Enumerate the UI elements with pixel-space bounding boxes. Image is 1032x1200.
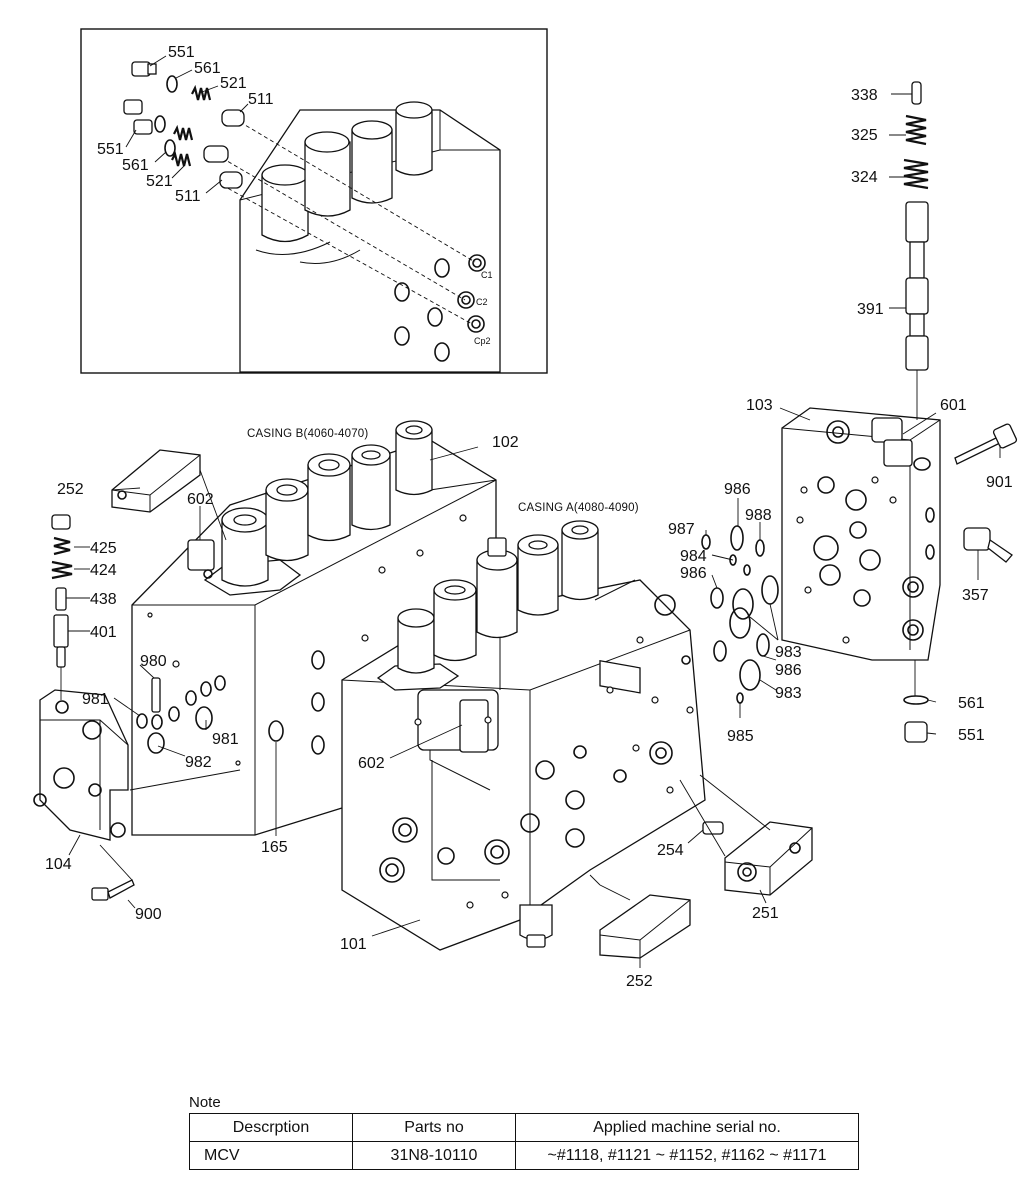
casing-b-label: CASING B(4060-4070) (247, 428, 368, 440)
label-425: 425 (90, 540, 117, 557)
assembly-251-icon (724, 821, 813, 896)
fitting-357-icon (963, 527, 1013, 563)
assembly-252-bottom-icon (599, 894, 691, 959)
label-324: 324 (851, 169, 878, 186)
label-103: 103 (746, 397, 773, 414)
seal-cluster-left (136, 675, 226, 754)
inset-511a-label: 511 (248, 91, 274, 108)
casing-b-solenoids (203, 420, 433, 596)
detail-inset: 551 561 521 511 551 561 521 511 C1 C2 Cp… (80, 28, 548, 374)
label-325: 325 (851, 127, 878, 144)
label-251: 251 (752, 905, 779, 922)
label-102: 102 (492, 434, 519, 451)
label-254: 254 (657, 842, 684, 859)
label-982: 982 (185, 754, 212, 771)
plug-551-inset-icon (123, 61, 157, 135)
inset-521a-label: 521 (220, 75, 247, 92)
label-986-top: 986 (724, 481, 751, 498)
label-981-left: 981 (82, 691, 109, 708)
label-983-low: 983 (775, 685, 802, 702)
inset-561b-label: 561 (122, 157, 149, 174)
header-serial-no: Applied machine serial no. (515, 1113, 859, 1142)
label-357: 357 (962, 587, 989, 604)
seal-cluster (701, 525, 779, 704)
label-401: 401 (90, 624, 117, 641)
label-980: 980 (140, 653, 167, 670)
parts-table: Descrption Parts no Applied machine seri… (189, 1113, 859, 1170)
port-cp2-label: Cp2 (474, 336, 491, 346)
label-901: 901 (986, 474, 1013, 491)
label-986-mid: 986 (680, 565, 707, 582)
inset-521b-label: 521 (146, 173, 173, 190)
label-252-bottom: 252 (626, 973, 653, 990)
port-c2-label: C2 (476, 297, 488, 307)
label-165: 165 (261, 839, 288, 856)
label-981-right: 981 (212, 731, 239, 748)
label-985: 985 (727, 728, 754, 745)
note-section: Note Descrption Parts no Applied machine… (189, 1094, 859, 1170)
inset-511b-label: 511 (175, 188, 201, 205)
cell-description: MCV (189, 1141, 353, 1170)
label-986-low: 986 (775, 662, 802, 679)
table-row: MCV 31N8-10110 ~#1118, #1121 ~ #1152, #1… (189, 1141, 859, 1170)
plug-551-right-icon (903, 695, 929, 743)
note-title: Note (189, 1094, 221, 1111)
inset-551a-label: 551 (168, 44, 195, 61)
label-900: 900 (135, 906, 162, 923)
cell-parts-no: 31N8-10110 (352, 1141, 516, 1170)
part-labels: CASING B(4060-4070) CASING A(4080-4090) … (45, 87, 1013, 990)
spool-stack (903, 81, 929, 420)
label-338: 338 (851, 87, 878, 104)
label-438: 438 (90, 591, 117, 608)
label-601: 601 (940, 397, 967, 414)
header-description: Descrption (189, 1113, 353, 1142)
exploded-view-diagram: 551 561 521 511 551 561 521 511 C1 C2 Cp… (33, 28, 1018, 990)
leader-lines (66, 93, 1001, 968)
casing-a-solenoids (376, 520, 599, 691)
casing-103 (781, 407, 941, 661)
label-602-top: 602 (187, 491, 214, 508)
label-101: 101 (340, 936, 367, 953)
label-424: 424 (90, 562, 117, 579)
label-984: 984 (680, 548, 707, 565)
label-987: 987 (668, 521, 695, 538)
label-988: 988 (745, 507, 772, 524)
header-parts-no: Parts no (352, 1113, 516, 1142)
block-104 (33, 514, 129, 841)
label-252-top: 252 (57, 481, 84, 498)
assembly-602-top-icon (187, 539, 215, 579)
bolt-900-icon (91, 879, 135, 901)
inset-561a-label: 561 (194, 60, 221, 77)
assembly-252-top-icon (111, 449, 201, 513)
label-983-top: 983 (775, 644, 802, 661)
bolt-901-icon (954, 423, 1018, 465)
label-391: 391 (857, 301, 884, 318)
label-561: 561 (958, 695, 985, 712)
inset-solenoids (255, 101, 433, 264)
table-header-row: Descrption Parts no Applied machine seri… (189, 1113, 859, 1142)
inset-551b-label: 551 (97, 141, 124, 158)
port-c1-label: C1 (481, 270, 493, 280)
label-104: 104 (45, 856, 72, 873)
cell-serial-no: ~#1118, #1121 ~ #1152, #1162 ~ #1171 (515, 1141, 859, 1170)
fitting-254-icon (702, 821, 724, 835)
casing-a-101 (341, 520, 706, 951)
label-551: 551 (958, 727, 985, 744)
casing-a-label: CASING A(4080-4090) (518, 502, 639, 514)
label-602-mid: 602 (358, 755, 385, 772)
